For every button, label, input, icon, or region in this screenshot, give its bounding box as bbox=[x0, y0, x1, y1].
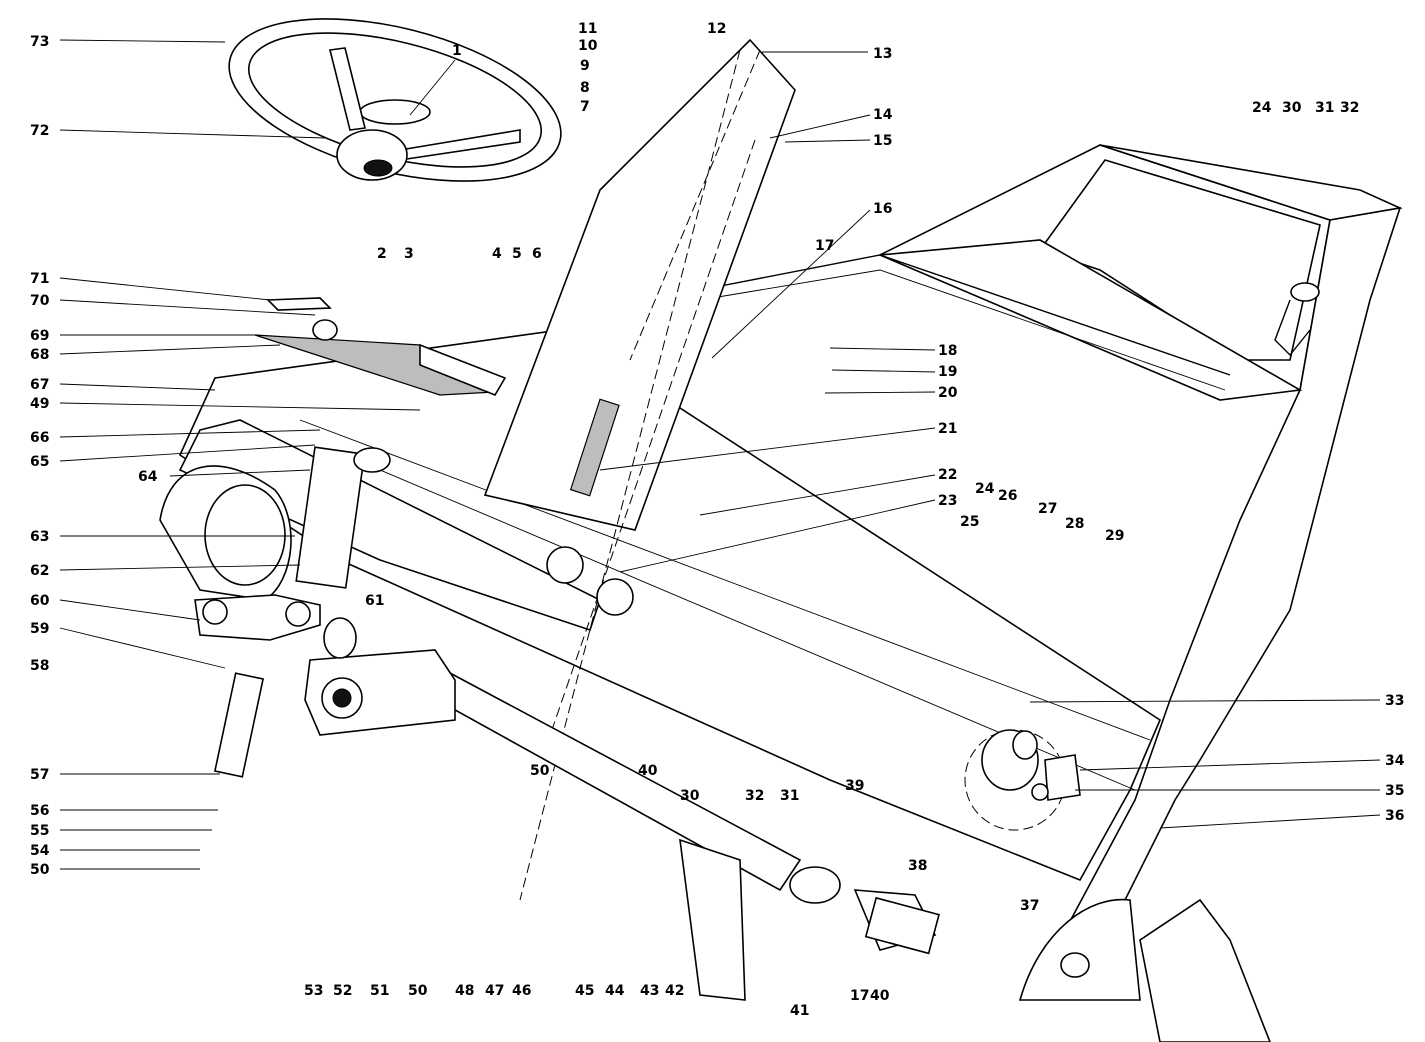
label-30b: 30 bbox=[680, 788, 700, 804]
label-17b: 17 bbox=[850, 988, 869, 1004]
label-4: 4 bbox=[492, 246, 502, 262]
label-11: 11 bbox=[578, 21, 597, 37]
label-26: 26 bbox=[998, 488, 1017, 504]
label-1: 1 bbox=[452, 43, 462, 59]
label-30: 30 bbox=[1282, 100, 1302, 116]
label-42: 41 bbox=[790, 1003, 809, 1019]
label-33: 33 bbox=[1385, 693, 1404, 709]
label-43: 42 bbox=[665, 983, 684, 999]
label-12: 12 bbox=[707, 21, 726, 37]
label-56: 56 bbox=[30, 803, 49, 819]
label-21: 21 bbox=[938, 421, 957, 437]
label-63: 63 bbox=[30, 529, 49, 545]
label-68: 68 bbox=[30, 347, 49, 363]
label-3: 3 bbox=[404, 246, 414, 262]
main-channel bbox=[178, 329, 1162, 882]
label-36: 36 bbox=[1385, 808, 1404, 824]
label-16: 16 bbox=[873, 201, 892, 217]
label-46: 45 bbox=[575, 983, 594, 999]
label-29: 29 bbox=[1105, 528, 1124, 544]
kingpin-hub bbox=[964, 729, 1081, 831]
label-38: 38 bbox=[908, 858, 927, 874]
label-49: 48 bbox=[455, 983, 474, 999]
label-47: 46 bbox=[512, 983, 531, 999]
label-32b: 32 bbox=[745, 788, 764, 804]
label-24: 24 bbox=[975, 481, 995, 497]
label-9: 9 bbox=[580, 58, 590, 74]
label-44: 43 bbox=[640, 983, 659, 999]
label-41: 40 bbox=[870, 988, 890, 1004]
label-59: 59 bbox=[30, 621, 49, 637]
label-62: 62 bbox=[30, 563, 49, 579]
label-25: 25 bbox=[960, 514, 979, 530]
steering-column bbox=[483, 38, 796, 901]
label-17: 17 bbox=[815, 238, 834, 254]
frame bbox=[699, 144, 1403, 967]
label-10: 10 bbox=[578, 38, 598, 54]
label-65: 65 bbox=[30, 454, 49, 470]
label-55: 55 bbox=[30, 823, 49, 839]
label-28: 28 bbox=[1065, 516, 1084, 532]
label-37: 37 bbox=[1020, 898, 1039, 914]
label-39: 39 bbox=[845, 778, 864, 794]
label-48: 47 bbox=[485, 983, 504, 999]
label-18: 18 bbox=[938, 343, 957, 359]
label-8: 8 bbox=[580, 80, 590, 96]
label-67: 67 bbox=[30, 377, 49, 393]
label-51: 51 bbox=[370, 983, 389, 999]
label-69: 69 bbox=[30, 328, 49, 344]
label-23: 23 bbox=[938, 493, 957, 509]
label-60: 60 bbox=[30, 593, 50, 609]
callouts bbox=[59, 39, 1381, 870]
label-40: 40 bbox=[638, 763, 658, 779]
label-50: 49 bbox=[30, 396, 49, 412]
label-20: 20 bbox=[938, 385, 958, 401]
label-5: 5 bbox=[512, 246, 522, 262]
axle-tube bbox=[213, 617, 841, 904]
label-45: 44 bbox=[605, 983, 625, 999]
label-71: 71 bbox=[30, 271, 49, 287]
label-72: 72 bbox=[30, 123, 49, 139]
label-66: 66 bbox=[30, 430, 49, 446]
label-61: 61 bbox=[365, 593, 384, 609]
label-2: 2 bbox=[377, 246, 387, 262]
label-58: 58 bbox=[30, 658, 49, 674]
label-13: 13 bbox=[873, 46, 892, 62]
wheel-bracket bbox=[1018, 898, 1271, 1042]
label-50b: 50 bbox=[30, 862, 50, 878]
label-35: 35 bbox=[1385, 783, 1404, 799]
label-57: 57 bbox=[30, 767, 49, 783]
label-7: 7 bbox=[580, 99, 590, 115]
pedal-plate bbox=[254, 297, 507, 396]
label-27: 27 bbox=[1038, 501, 1057, 517]
gearbox-housing bbox=[159, 446, 391, 641]
label-50d: 50 bbox=[530, 763, 550, 779]
part-number-labels: 73 72 1 71 70 69 68 67 49 66 65 64 63 62… bbox=[30, 21, 1405, 1019]
label-6: 6 bbox=[532, 246, 542, 262]
label-31: 31 bbox=[1315, 100, 1334, 116]
lower-arm bbox=[679, 838, 940, 1001]
label-54: 54 bbox=[30, 843, 50, 859]
label-50c: 50 bbox=[408, 983, 428, 999]
label-22: 22 bbox=[938, 467, 957, 483]
label-32: 32 bbox=[1340, 100, 1359, 116]
label-14: 14 bbox=[873, 107, 893, 123]
label-31b: 31 bbox=[780, 788, 799, 804]
label-52: 52 bbox=[333, 983, 352, 999]
label-15: 15 bbox=[873, 133, 892, 149]
label-34: 34 bbox=[1385, 753, 1405, 769]
label-73: 73 bbox=[30, 34, 49, 50]
label-19: 19 bbox=[938, 364, 957, 380]
label-70: 70 bbox=[30, 293, 50, 309]
steering-wheel bbox=[228, 18, 562, 182]
label-53: 53 bbox=[304, 983, 323, 999]
label-64: 64 bbox=[138, 469, 158, 485]
label-24b: 24 bbox=[1252, 100, 1272, 116]
